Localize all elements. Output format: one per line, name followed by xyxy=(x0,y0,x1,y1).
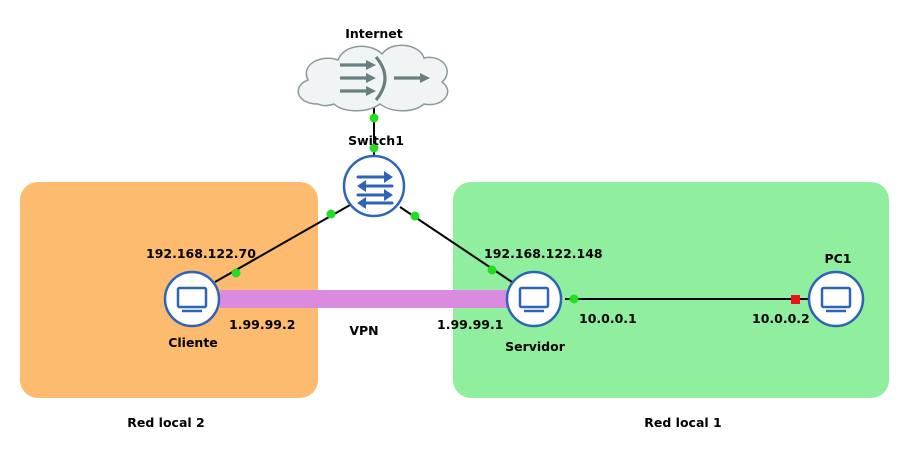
zone-red-local-1 xyxy=(453,182,889,398)
computer-icon-servidor xyxy=(505,270,563,328)
servidor-label: Servidor xyxy=(505,339,566,354)
vpn-tunnel xyxy=(220,290,510,308)
computer-screen xyxy=(820,286,852,309)
computer-screen xyxy=(518,286,550,309)
port-servidor-wan xyxy=(487,265,497,275)
vpn-label: VPN xyxy=(349,323,378,338)
computer-icon-pc1 xyxy=(807,270,865,328)
pc1-label: PC1 xyxy=(824,251,851,266)
computer-screen xyxy=(176,286,208,309)
internet-label: Internet xyxy=(345,26,403,41)
servidor-local-address: 10.0.0.1 xyxy=(579,311,637,326)
port-switch1-right xyxy=(410,211,420,221)
computer-icon-cliente xyxy=(163,270,221,328)
cliente-vpn-address: 1.99.99.2 xyxy=(229,317,295,332)
cloud-icon xyxy=(297,44,449,112)
zone-red-local-2-label: Red local 2 xyxy=(127,415,204,430)
port-switch1-up xyxy=(369,143,379,153)
computer-ring xyxy=(807,270,865,328)
port-cliente xyxy=(231,268,241,278)
port-servidor-lan xyxy=(569,294,579,304)
cliente-label: Cliente xyxy=(168,335,218,350)
servidor-vpn-address: 1.99.99.1 xyxy=(437,317,503,332)
pc1-local-address: 10.0.0.2 xyxy=(752,311,810,326)
port-internet xyxy=(369,113,379,123)
port-switch1-left xyxy=(326,209,336,219)
port-pc1 xyxy=(791,295,800,304)
switch-icon xyxy=(342,154,406,218)
servidor-lan-address: 192.168.122.148 xyxy=(484,246,603,261)
computer-ring xyxy=(163,270,221,328)
zone-red-local-1-label: Red local 1 xyxy=(644,415,721,430)
switch1-label: Switch1 xyxy=(348,133,404,148)
cliente-lan-address: 192.168.122.70 xyxy=(146,246,256,261)
computer-ring xyxy=(505,270,563,328)
